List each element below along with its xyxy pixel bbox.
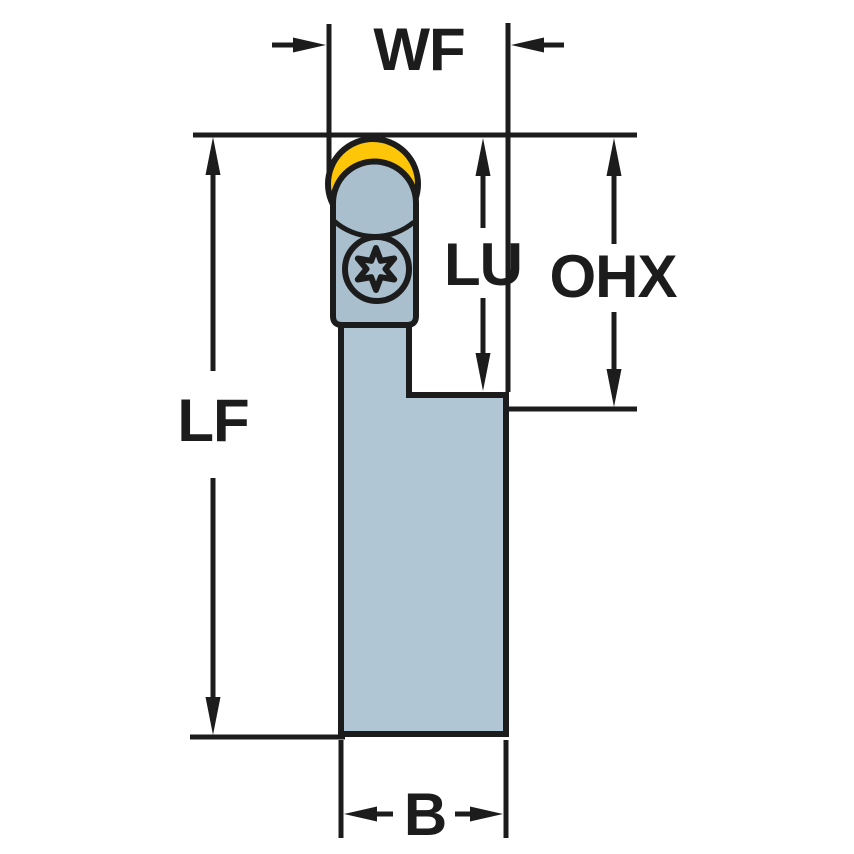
lf-label: LF xyxy=(177,387,248,454)
b-arrowhead-left xyxy=(344,806,377,822)
dimension-labels: WF LU OHX LF B xyxy=(177,16,678,848)
screw-outer-circle xyxy=(342,234,412,304)
ohx-label: OHX xyxy=(549,243,677,310)
b-arrowhead-right xyxy=(470,806,503,822)
torx-screw-icon xyxy=(354,245,398,293)
tool-holder xyxy=(325,136,509,737)
lf-arrowhead-up xyxy=(205,137,221,175)
dimension-arrowheads xyxy=(205,37,622,822)
wf-label: WF xyxy=(373,16,464,83)
b-label: B xyxy=(404,781,446,848)
lu-arrowhead-down xyxy=(475,353,491,391)
lu-label: LU xyxy=(444,231,522,298)
wf-arrowhead-left xyxy=(293,37,326,53)
dimension-lines xyxy=(190,23,637,838)
ohx-arrowhead-down xyxy=(606,369,622,407)
lu-arrowhead-up xyxy=(475,138,491,176)
ohx-arrowhead-up xyxy=(606,138,622,176)
wf-arrowhead-right xyxy=(511,37,544,53)
tool-head xyxy=(330,158,419,328)
lf-arrowhead-down xyxy=(205,697,221,735)
